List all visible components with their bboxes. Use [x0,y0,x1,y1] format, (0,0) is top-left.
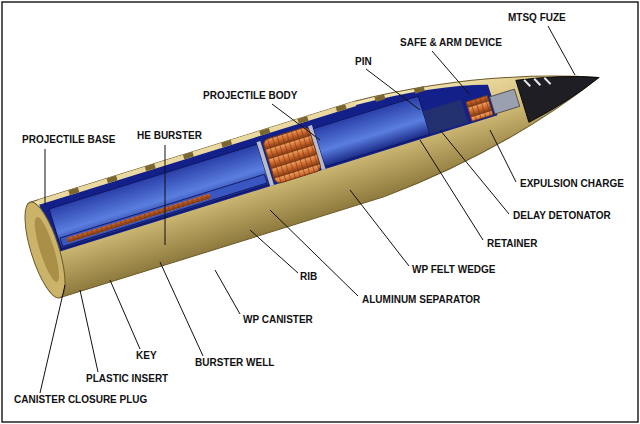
projectile-body [30,30,613,298]
part-label: PROJECTILE BODY [203,90,297,102]
part-label: SAFE & ARM DEVICE [400,37,502,49]
part-label-holder: SAFE & ARM DEVICE [400,37,502,49]
shell-wall [38,101,356,205]
part-label-holder: RIB [300,271,317,283]
part-label: RIB [300,271,317,283]
expulsion-charge [466,96,493,122]
part-label-holder: CANISTER CLOSURE PLUG [14,394,147,406]
part-label: BURSTER WELL [195,357,274,369]
part-label: PIN [355,56,372,68]
part-label-holder: RETAINER [487,238,537,250]
part-label: RETAINER [487,238,537,250]
part-label-holder: PROJECTILE BODY [203,90,297,102]
part-label: EXPULSION CHARGE [520,178,624,190]
part-label-holder: KEY [136,350,157,362]
wp-canister [313,96,430,167]
part-label: PLASTIC INSERT [86,373,168,385]
part-label-holder: WP CANISTER [243,314,313,326]
rib-stripes [68,80,425,201]
part-label: HE BURSTER [137,130,202,142]
part-label-holder: PIN [355,56,372,68]
wp-canister [49,144,270,249]
he-burster [66,193,211,242]
part-label: WP CANISTER [243,314,313,326]
safe-arm-device [490,89,520,114]
part-label-holder: PROJECTILE BASE [22,134,115,146]
leader-lines [40,26,575,393]
part-label-holder: MTSQ FUZE [508,12,566,24]
projectile [17,30,614,302]
part-label-holder: WP FELT WEDGE [412,264,496,276]
part-label-holder: HE BURSTER [137,130,202,142]
part-label: MTSQ FUZE [508,12,566,24]
retainer [423,99,468,134]
mtsq-fuze [516,57,605,123]
part-label-holder: EXPULSION CHARGE [520,178,624,190]
part-label-holder: ALUMINUM SEPARATOR [362,294,480,306]
canister-closure-plug [30,215,64,284]
part-label-holder: PLASTIC INSERT [86,373,168,385]
cutaway-interior [39,66,497,254]
part-label: DELAY DETONATOR [513,210,611,222]
part-label-holder: BURSTER WELL [195,357,274,369]
part-label-holder: DELAY DETONATOR [513,210,611,222]
part-label: PROJECTILE BASE [22,134,115,146]
part-label: CANISTER CLOSURE PLUG [14,394,147,406]
part-label: KEY [136,350,157,362]
fuze-stripes [524,73,550,92]
part-label: ALUMINUM SEPARATOR [362,294,480,306]
part-label: WP FELT WEDGE [412,264,496,276]
